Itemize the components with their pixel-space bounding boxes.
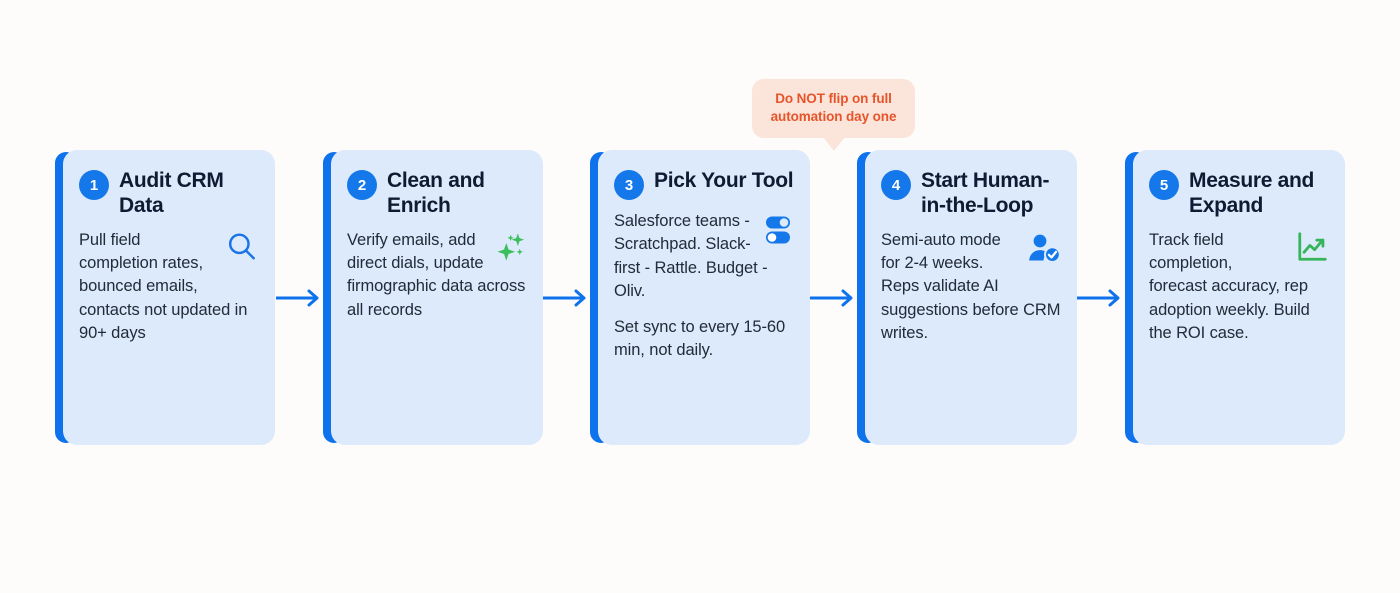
step-title: Audit CRM Data	[119, 169, 224, 217]
step-body: Semi-auto mode for 2-4 weeks. Reps valid…	[881, 229, 1061, 346]
step-paragraph: Pull field completion rates, bounced ema…	[79, 230, 248, 343]
step-title: Pick Your Tool	[654, 169, 794, 192]
step-header: 5 Measure and Expand	[1149, 168, 1329, 219]
step-number-badge: 4	[881, 170, 911, 200]
step-paragraph: Semi-auto mode for 2-4 weeks. Reps valid…	[881, 230, 1061, 343]
step-paragraph: Verify emails, add direct dials, update …	[347, 230, 526, 319]
step-card-1[interactable]: 1 Audit CRM Data Pull field completion r…	[55, 150, 275, 445]
step-title: Start Human-in-the-Loop	[921, 169, 1050, 217]
step-paragraph: Salesforce teams - Scratchpad. Slack-fir…	[614, 212, 768, 301]
connector-arrow-1	[276, 288, 324, 308]
step-number-badge: 3	[614, 170, 644, 200]
step-number-badge: 5	[1149, 170, 1179, 200]
step-card-2[interactable]: 2 Clean and Enrich Verify emails, add di…	[323, 150, 543, 445]
step-header: 2 Clean and Enrich	[347, 168, 527, 219]
search-icon	[228, 232, 255, 260]
step-paragraph: Track field completion, forecast accurac…	[1149, 230, 1310, 343]
step-paragraph: Set sync to every 15-60 min, not daily.	[614, 317, 786, 360]
step-body: Salesforce teams - Scratchpad. Slack-fir…	[614, 210, 794, 363]
step-body: Pull field completion rates, bounced ema…	[79, 229, 259, 346]
step-header: 4 Start Human-in-the-Loop	[881, 168, 1061, 219]
step-number-badge: 1	[79, 170, 109, 200]
step-title: Measure and Expand	[1189, 169, 1315, 217]
step-card-5[interactable]: 5 Measure and Expand Track field complet…	[1125, 150, 1345, 445]
callout-line-2: automation day one	[770, 108, 897, 124]
callout-line-1: Do NOT flip on full	[775, 91, 892, 106]
connector-arrow-4	[1077, 288, 1125, 308]
step-card-3[interactable]: 3 Pick Your Tool Salesforce teams - Scra…	[590, 150, 810, 445]
sparkles-icon	[497, 232, 525, 261]
step-body: Verify emails, add direct dials, update …	[347, 229, 527, 323]
person-check-icon	[1029, 234, 1061, 263]
step-header: 3 Pick Your Tool	[614, 168, 794, 200]
connector-arrow-3	[810, 288, 858, 308]
step-number-badge: 2	[347, 170, 377, 200]
step-card-4[interactable]: 4 Start Human-in-the-Loop Semi-auto mode…	[857, 150, 1077, 445]
step-body: Track field completion, forecast accurac…	[1149, 229, 1329, 346]
warning-callout: Do NOT flip on full automation day one	[752, 79, 915, 151]
step-title: Clean and Enrich	[387, 169, 485, 217]
connector-arrow-2	[543, 288, 591, 308]
callout-tail	[822, 136, 845, 151]
chart-line-up-icon	[1298, 231, 1327, 261]
toggle-switches-icon	[766, 216, 790, 244]
step-header: 1 Audit CRM Data	[79, 168, 259, 219]
